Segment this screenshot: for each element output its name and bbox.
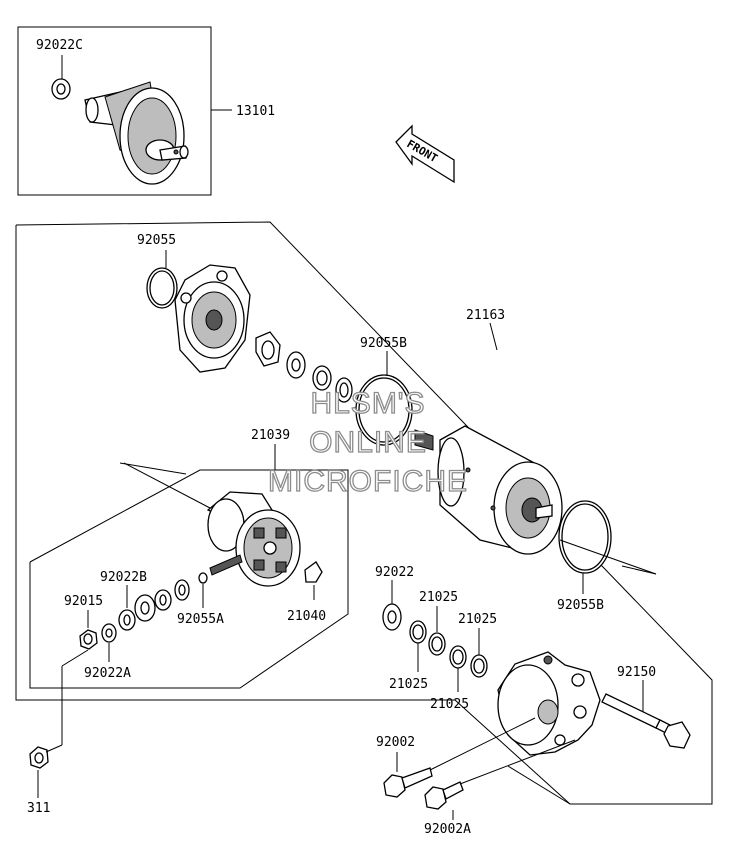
label-92022b: 92022B bbox=[100, 570, 147, 585]
label-92015: 92015 bbox=[64, 594, 103, 609]
part-21025-brush-set[interactable] bbox=[409, 606, 488, 692]
leader-21163 bbox=[489, 322, 498, 351]
part-shim-washers[interactable] bbox=[286, 351, 353, 403]
label-92055b-bottom: 92055B bbox=[557, 598, 604, 613]
part-front-cover[interactable] bbox=[174, 264, 251, 373]
part-92022b-washer[interactable] bbox=[118, 585, 136, 631]
part-92002a-bolt[interactable] bbox=[424, 739, 576, 820]
label-21025-c: 21025 bbox=[389, 677, 428, 692]
label-21040: 21040 bbox=[287, 609, 326, 624]
label-92022c: 92022C bbox=[36, 38, 83, 53]
part-92022-washer[interactable] bbox=[382, 580, 402, 631]
label-92055b-top: 92055B bbox=[360, 336, 407, 351]
label-92055: 92055 bbox=[137, 233, 176, 248]
label-92022a: 92022A bbox=[84, 666, 131, 681]
watermark: HLSM'S ONLINE MICROFICHE bbox=[267, 386, 468, 498]
watermark-line-2: ONLINE bbox=[309, 426, 427, 459]
part-311-nut[interactable] bbox=[29, 666, 63, 798]
part-92150-through-bolt[interactable] bbox=[601, 680, 691, 749]
main-assembly-outline-21163 bbox=[15, 221, 713, 805]
watermark-line-3: MICROFICHE bbox=[268, 465, 468, 498]
label-92002a: 92002A bbox=[424, 822, 471, 837]
inset-box-13101 bbox=[17, 26, 232, 196]
part-13101-starter-clutch[interactable] bbox=[84, 81, 189, 185]
label-92002: 92002 bbox=[376, 735, 415, 750]
label-21163: 21163 bbox=[466, 308, 505, 323]
part-92002-bolt[interactable] bbox=[383, 717, 536, 798]
part-92022a-washer[interactable] bbox=[101, 623, 117, 662]
label-92150: 92150 bbox=[617, 665, 656, 680]
part-insulator-washers[interactable] bbox=[134, 579, 190, 622]
part-lock-washer[interactable] bbox=[255, 331, 281, 367]
part-21040-brush-spring[interactable] bbox=[304, 561, 323, 600]
part-21039-brush-holder[interactable] bbox=[206, 491, 301, 587]
part-rear-cover[interactable] bbox=[497, 651, 601, 756]
label-311: 311 bbox=[27, 801, 50, 816]
label-21025-a: 21025 bbox=[419, 590, 458, 605]
part-92055b-o-ring-top[interactable] bbox=[355, 351, 413, 446]
part-92055-o-ring[interactable] bbox=[146, 250, 178, 309]
part-terminal-bolt[interactable] bbox=[209, 554, 243, 576]
watermark-line-1: HLSM'S bbox=[310, 387, 425, 420]
part-92015-nut[interactable] bbox=[61, 610, 98, 667]
label-13101: 13101 bbox=[236, 104, 275, 119]
front-direction-arrow: FRONT bbox=[395, 124, 455, 184]
label-92022: 92022 bbox=[375, 565, 414, 580]
brush-holder-box-21039 bbox=[29, 444, 349, 689]
label-21039: 21039 bbox=[251, 428, 290, 443]
label-92055a: 92055A bbox=[177, 612, 224, 627]
label-21025-d: 21025 bbox=[430, 697, 469, 712]
label-21025-b: 21025 bbox=[458, 612, 497, 627]
part-92055a-o-ring[interactable] bbox=[198, 572, 208, 608]
part-92022c-washer[interactable] bbox=[51, 55, 71, 100]
part-92055b-o-ring-bottom[interactable] bbox=[558, 500, 657, 594]
part-motor-yoke[interactable] bbox=[414, 425, 563, 555]
